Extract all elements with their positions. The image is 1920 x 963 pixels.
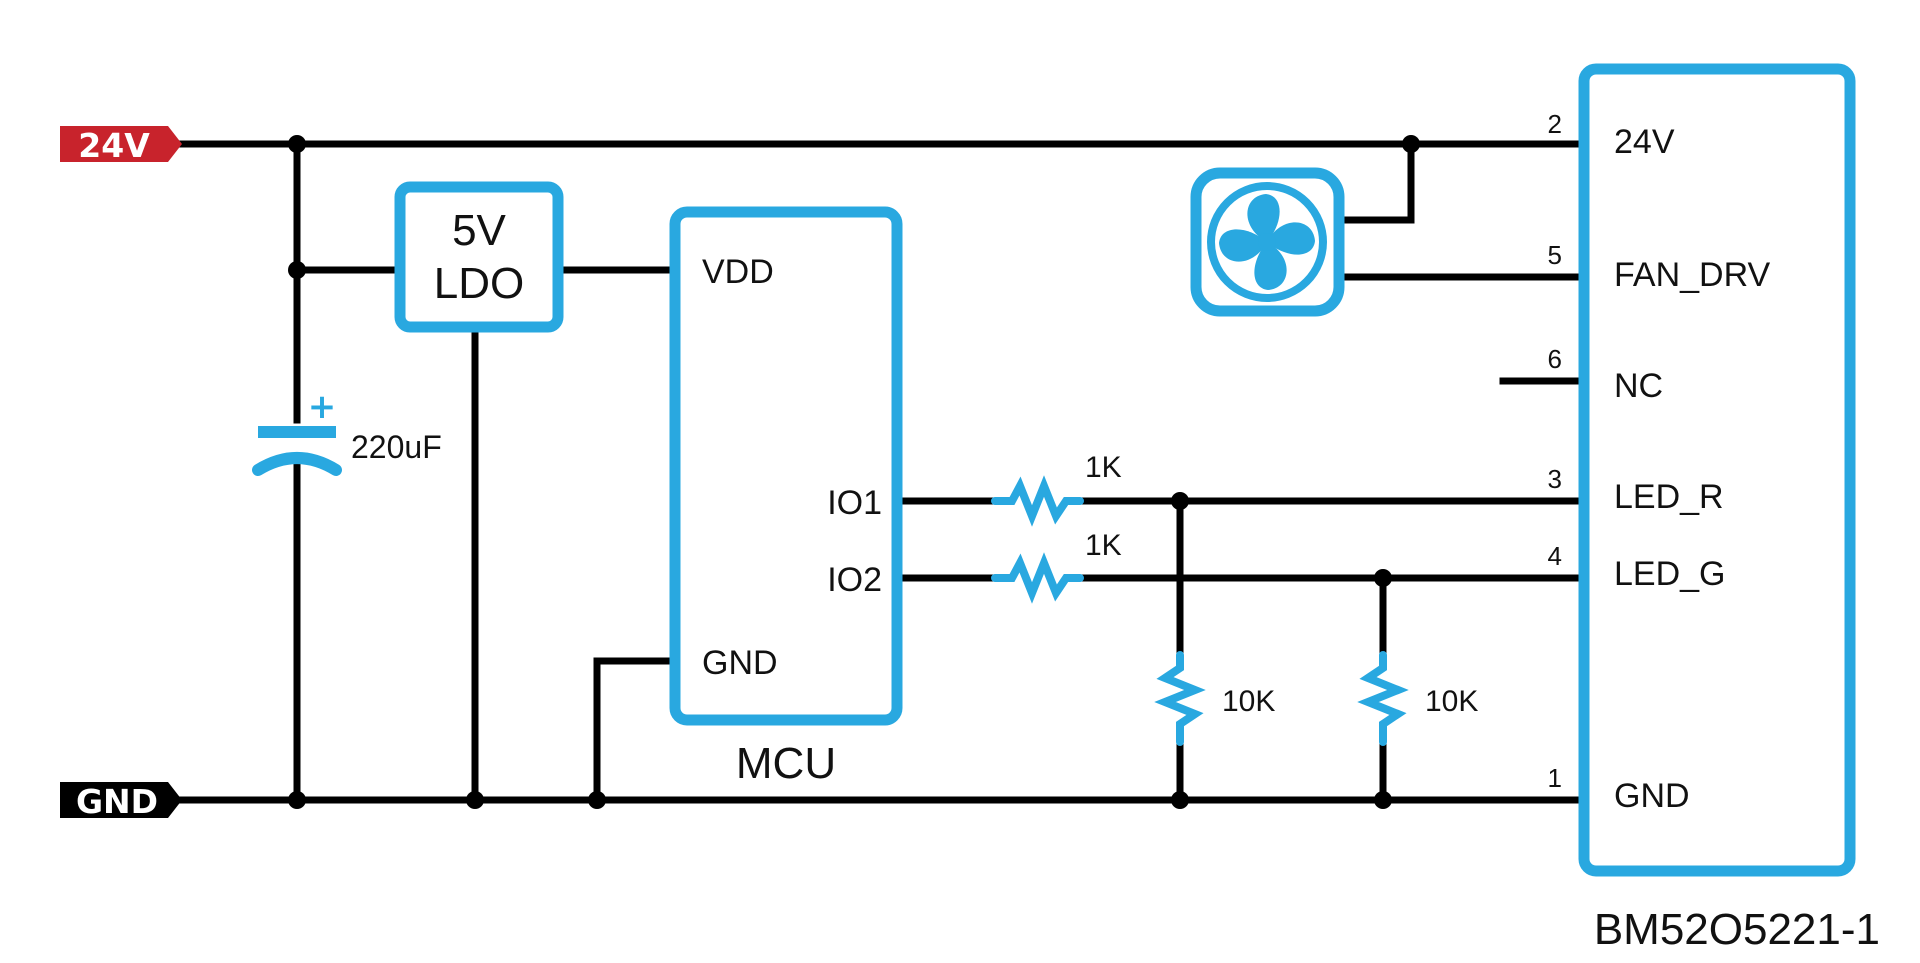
resistor-zigzag bbox=[1357, 651, 1409, 746]
junctions bbox=[288, 135, 1420, 809]
capacitor-polarity: + bbox=[308, 387, 337, 427]
mcu-block: VDD IO1 IO2 GND MCU bbox=[669, 206, 903, 788]
connector-pin-number: 5 bbox=[1548, 240, 1562, 270]
connector-pin-name: FAN_DRV bbox=[1614, 256, 1771, 294]
power-net-tag: 24V bbox=[60, 126, 182, 165]
connector-pin-number: 3 bbox=[1548, 464, 1562, 494]
ldo-label: LDO bbox=[434, 259, 524, 308]
junction-dot bbox=[1374, 791, 1392, 809]
resistor-1k-io2: 1K bbox=[991, 529, 1122, 604]
connector-pin-name: GND bbox=[1614, 777, 1690, 815]
junction-dot bbox=[288, 791, 306, 809]
resistor-zigzag bbox=[1154, 651, 1206, 746]
mcu-box bbox=[669, 206, 903, 726]
connector-pin-name: LED_G bbox=[1614, 555, 1726, 593]
connector-box bbox=[1578, 63, 1856, 877]
mcu-pin-gnd: GND bbox=[702, 644, 778, 682]
resistor-zigzag bbox=[991, 552, 1084, 604]
fan-blades bbox=[1219, 194, 1315, 290]
junction-dot bbox=[588, 791, 606, 809]
mcu-pin-io2: IO2 bbox=[827, 561, 882, 599]
junction-dot bbox=[1171, 791, 1189, 809]
fan-blade bbox=[1267, 222, 1315, 255]
connector-pin-number: 6 bbox=[1548, 344, 1562, 374]
capacitor-220uf: + 220uF bbox=[252, 387, 442, 476]
ground-tag-label: GND bbox=[76, 782, 158, 821]
wire-fan-24v bbox=[1336, 140, 1415, 224]
connector-pin-name: 24V bbox=[1614, 123, 1675, 161]
junction-dot bbox=[288, 261, 306, 279]
connector-pin-number: 4 bbox=[1548, 541, 1562, 571]
connector-pin-name: NC bbox=[1614, 367, 1663, 405]
junction-dot bbox=[1374, 569, 1392, 587]
junction-dot bbox=[1171, 492, 1189, 510]
resistor-10k-led-r: 10K bbox=[1154, 651, 1275, 746]
fan-ring bbox=[1207, 182, 1327, 302]
power-tag-shape bbox=[60, 126, 182, 162]
connector: 2 24V 5 FAN_DRV 6 NC 3 LED_R 4 LED_G 1 G… bbox=[1548, 63, 1880, 954]
resistor-10k-led-g: 10K bbox=[1357, 651, 1478, 746]
fan-blade bbox=[1247, 194, 1280, 242]
ldo-box bbox=[394, 181, 564, 333]
resistor-r4-value: 10K bbox=[1425, 685, 1478, 718]
resistor-r2-value: 1K bbox=[1085, 529, 1122, 562]
ldo-voltage: 5V bbox=[452, 206, 506, 255]
power-tag-label: 24V bbox=[78, 126, 150, 165]
ground-net-tag: GND bbox=[60, 782, 182, 821]
connector-pin-number: 2 bbox=[1548, 109, 1562, 139]
connector-part-number: BM52O5221-1 bbox=[1594, 905, 1880, 954]
ground-tag-shape bbox=[60, 782, 182, 818]
fan-blade bbox=[1219, 229, 1267, 262]
junction-dot bbox=[1402, 135, 1420, 153]
mcu-pin-vdd: VDD bbox=[702, 253, 774, 291]
connector-pin-name: LED_R bbox=[1614, 478, 1724, 516]
wire-mcu-gnd bbox=[593, 657, 679, 804]
wires bbox=[166, 140, 1582, 804]
junction-dot bbox=[288, 135, 306, 153]
fan-icon bbox=[1190, 167, 1345, 317]
resistor-r1-value: 1K bbox=[1085, 451, 1122, 484]
junction-dot bbox=[466, 791, 484, 809]
ldo-regulator: 5V LDO bbox=[394, 181, 564, 333]
resistor-zigzag bbox=[991, 475, 1084, 527]
resistor-r3-value: 10K bbox=[1222, 685, 1275, 718]
mcu-pin-io1: IO1 bbox=[827, 484, 882, 522]
resistor-1k-io1: 1K bbox=[991, 451, 1122, 527]
capacitor-plate-bottom bbox=[252, 452, 342, 476]
connector-pin-number: 1 bbox=[1548, 763, 1562, 793]
mcu-name: MCU bbox=[736, 739, 836, 788]
capacitor-value: 220uF bbox=[351, 429, 442, 465]
fan-blade bbox=[1254, 242, 1287, 290]
fan-frame bbox=[1190, 167, 1345, 317]
fan-hub bbox=[1258, 233, 1276, 251]
